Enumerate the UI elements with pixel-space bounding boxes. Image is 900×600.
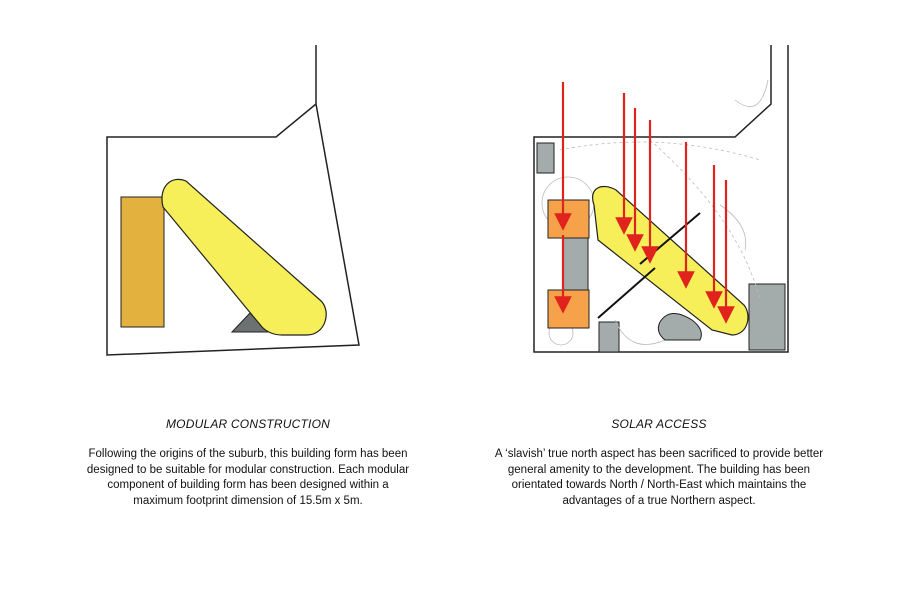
right-caption-title: SOLAR ACCESS	[611, 417, 707, 431]
orange-unit-bottom	[547, 289, 590, 329]
solar-access-diagram	[533, 45, 789, 353]
left-caption-body: Following the origins of the suburb, thi…	[86, 448, 410, 507]
orange-unit-top	[547, 199, 590, 239]
modular-construction-diagram	[106, 45, 360, 356]
grey-block-bottom-left	[598, 321, 620, 353]
left-caption-title: MODULAR CONSTRUCTION	[165, 417, 330, 431]
cross-wall-2	[597, 267, 656, 319]
neighbouring-buildings	[536, 142, 786, 353]
left-caption: MODULAR CONSTRUCTION Following the origi…	[83, 417, 413, 509]
right-caption: SOLAR ACCESS A ‘slavish’ true north aspe…	[494, 417, 824, 509]
grey-core	[562, 237, 589, 291]
grey-block-right	[748, 283, 786, 351]
site-boundary	[106, 45, 360, 356]
right-caption-body: A ‘slavish’ true north aspect has been s…	[494, 448, 824, 507]
solar-arrows	[554, 82, 735, 324]
modular-block-vertical	[120, 196, 165, 328]
grey-block-top-left	[536, 142, 555, 174]
site-boundary	[533, 45, 789, 353]
modular-block-diagonal	[161, 178, 327, 336]
spiral-stair	[657, 313, 702, 341]
